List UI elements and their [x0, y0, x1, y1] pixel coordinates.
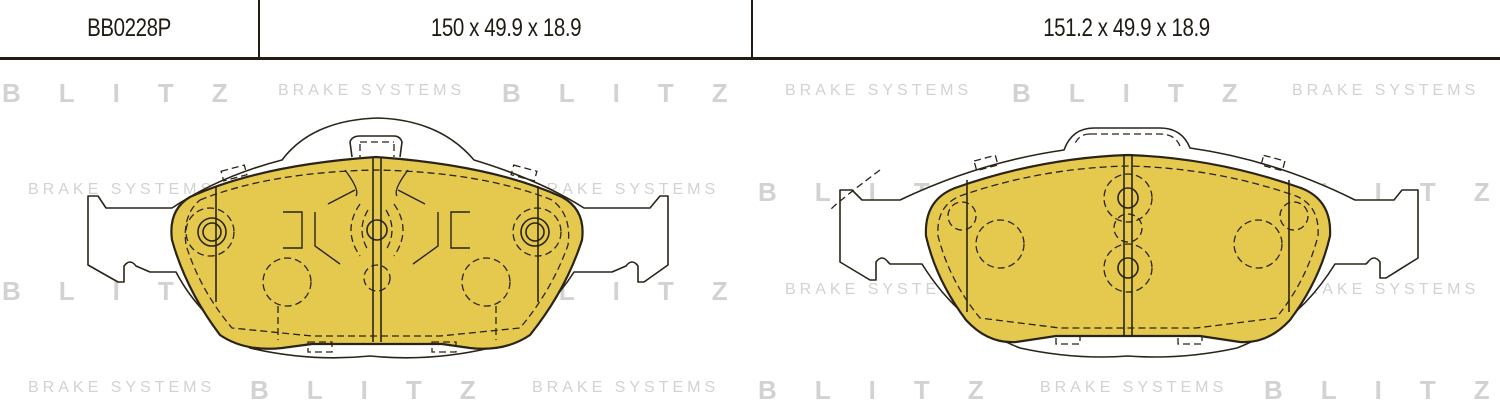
left-brake-pad-drawing	[87, 117, 669, 359]
spec-header: BB0228P 150 x 49.9 x 18.9 151.2 x 49.9 x…	[0, 0, 1500, 60]
right-brake-pad-drawing	[829, 127, 1419, 358]
part-number: BB0228P	[87, 14, 171, 42]
watermark-tagline: BRAKE SYSTEMS	[532, 379, 720, 396]
watermark-tagline: BRAKE SYSTEMS	[1040, 379, 1228, 396]
watermark-tagline: BRAKE SYSTEMS	[28, 379, 216, 396]
dimensions-left: 150 x 49.9 x 18.9	[430, 14, 582, 42]
header-divider	[751, 0, 753, 60]
watermark-brand: BLITZ	[758, 375, 1022, 405]
dimensions-right: 151.2 x 49.9 x 18.9	[1043, 14, 1210, 42]
header-divider	[258, 0, 260, 60]
friction-material	[924, 153, 1332, 344]
friction-material	[170, 155, 584, 350]
watermark-brand: BLITZ	[1264, 375, 1490, 405]
watermark-brand: BLITZ	[250, 375, 514, 405]
